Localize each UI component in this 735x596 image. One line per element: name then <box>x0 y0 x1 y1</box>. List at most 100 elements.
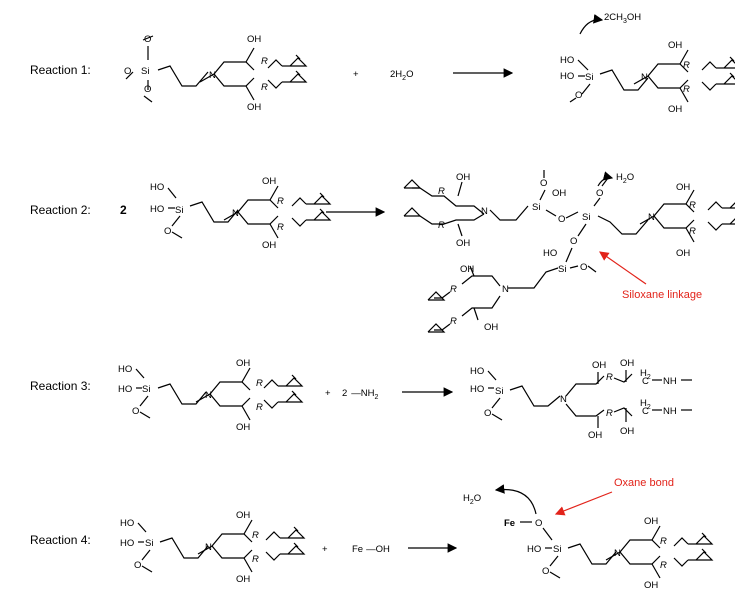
svg-text:R: R <box>252 530 259 541</box>
svg-text:OH: OH <box>456 172 470 183</box>
svg-text:Si: Si <box>585 72 593 83</box>
silanol-product-1: 2CH3OH HO HO Si O N OH OH R R <box>560 12 735 115</box>
svg-text:Fe: Fe <box>504 518 515 529</box>
svg-text:C: C <box>642 406 649 417</box>
svg-text:Si: Si <box>175 205 183 216</box>
svg-text:OH: OH <box>644 516 658 527</box>
reaction-2-label: Reaction 2: <box>30 203 91 217</box>
svg-text:Si: Si <box>582 212 590 223</box>
svg-text:Si: Si <box>142 384 150 395</box>
svg-text:C: C <box>642 376 649 387</box>
svg-text:O: O <box>575 90 582 101</box>
svg-text:OH: OH <box>588 430 602 441</box>
svg-text:R: R <box>252 554 259 565</box>
svg-text:HO: HO <box>470 384 484 395</box>
svg-text:O: O <box>134 560 141 571</box>
svg-text:R: R <box>660 536 667 547</box>
svg-text:OH: OH <box>236 510 250 521</box>
svg-text:OH: OH <box>460 264 474 275</box>
svg-text:HO: HO <box>470 366 484 377</box>
plus-sign: + <box>325 388 331 399</box>
siloxane-oligomer-product: OH OH R R N Si O OH O Si O H2O N OH OH R… <box>403 170 735 333</box>
svg-text:O: O <box>540 178 547 189</box>
svg-text:H2: H2 <box>640 368 651 381</box>
svg-text:HO: HO <box>120 518 134 529</box>
svg-text:N: N <box>481 206 488 217</box>
svg-text:Si: Si <box>553 544 561 555</box>
amine-reactant: 2—NH2 <box>342 388 379 401</box>
svg-text:R: R <box>660 560 667 571</box>
svg-text:O: O <box>124 66 131 77</box>
svg-text:O: O <box>542 566 549 577</box>
plus-sign: + <box>353 69 359 80</box>
svg-text:HO: HO <box>118 364 132 375</box>
svg-text:OH: OH <box>262 176 276 187</box>
water-byproduct: H2O <box>616 172 634 185</box>
svg-text:OH: OH <box>644 580 658 591</box>
svg-text:NH: NH <box>663 406 677 417</box>
svg-text:R: R <box>277 222 284 233</box>
svg-text:R: R <box>261 56 268 67</box>
svg-text:R: R <box>277 196 284 207</box>
svg-text:HO: HO <box>560 71 574 82</box>
svg-text:OH: OH <box>262 240 276 251</box>
svg-text:O: O <box>144 84 151 95</box>
svg-text:NH: NH <box>663 376 677 387</box>
methanol-byproduct: 2CH3OH <box>604 12 641 25</box>
svg-text:R: R <box>438 220 445 231</box>
svg-text:HO: HO <box>118 384 132 395</box>
svg-text:R: R <box>450 316 457 327</box>
reaction-1-label: Reaction 1: <box>30 63 91 77</box>
svg-text:O: O <box>570 236 577 247</box>
iron-hydroxide-reactant: Fe—OH <box>352 544 390 555</box>
svg-text:Si: Si <box>558 264 566 275</box>
svg-text:O: O <box>596 188 603 199</box>
svg-text:OH: OH <box>620 426 634 437</box>
water-reactant: 2H2O <box>390 69 413 82</box>
amine-opened-product: HO HO Si O N OH OH R R OH OH H2 C H2 C N… <box>470 358 692 441</box>
siloxane-arrow <box>599 251 647 285</box>
svg-text:R: R <box>689 200 696 211</box>
svg-text:OH: OH <box>236 422 250 433</box>
siloxane-linkage-label: Siloxane linkage <box>622 289 702 301</box>
svg-text:HO: HO <box>150 182 164 193</box>
water-byproduct: H2O <box>463 493 481 506</box>
plus-sign: + <box>322 544 328 555</box>
svg-text:OH: OH <box>552 188 566 199</box>
reaction-3-label: Reaction 3: <box>30 379 91 393</box>
svg-text:OH: OH <box>668 40 682 51</box>
svg-text:O: O <box>484 408 491 419</box>
svg-text:OH: OH <box>484 322 498 333</box>
svg-text:HO: HO <box>120 538 134 549</box>
svg-text:HO: HO <box>527 544 541 555</box>
svg-text:O: O <box>558 214 565 225</box>
silanol-reactant-4: HO HO Si O N OH OH R R <box>120 510 304 585</box>
svg-text:R: R <box>689 226 696 237</box>
svg-text:O: O <box>535 518 542 529</box>
svg-text:N: N <box>502 284 509 295</box>
svg-text:OH: OH <box>247 34 261 45</box>
svg-text:HO: HO <box>150 204 164 215</box>
trimethoxysilane-reactant: O O O Si N OH OH R R <box>124 34 306 113</box>
svg-text:O: O <box>144 34 151 45</box>
svg-text:N: N <box>560 394 567 405</box>
reaction-4-label: Reaction 4: <box>30 533 91 547</box>
svg-text:R: R <box>256 402 263 413</box>
svg-text:HO: HO <box>560 55 574 66</box>
svg-text:Si: Si <box>145 538 153 549</box>
coefficient-2: 2 <box>120 203 127 217</box>
svg-text:OH: OH <box>247 102 261 113</box>
svg-text:R: R <box>438 186 445 197</box>
svg-text:OH: OH <box>668 104 682 115</box>
svg-text:R: R <box>450 284 457 295</box>
svg-text:R: R <box>256 378 263 389</box>
svg-text:O: O <box>580 262 587 273</box>
svg-text:OH: OH <box>236 574 250 585</box>
svg-text:R: R <box>683 60 690 71</box>
svg-text:OH: OH <box>676 248 690 259</box>
svg-text:O: O <box>164 226 171 237</box>
svg-text:OH: OH <box>676 182 690 193</box>
svg-text:H2: H2 <box>640 398 651 411</box>
svg-text:R: R <box>261 82 268 93</box>
svg-text:HO: HO <box>543 248 557 259</box>
